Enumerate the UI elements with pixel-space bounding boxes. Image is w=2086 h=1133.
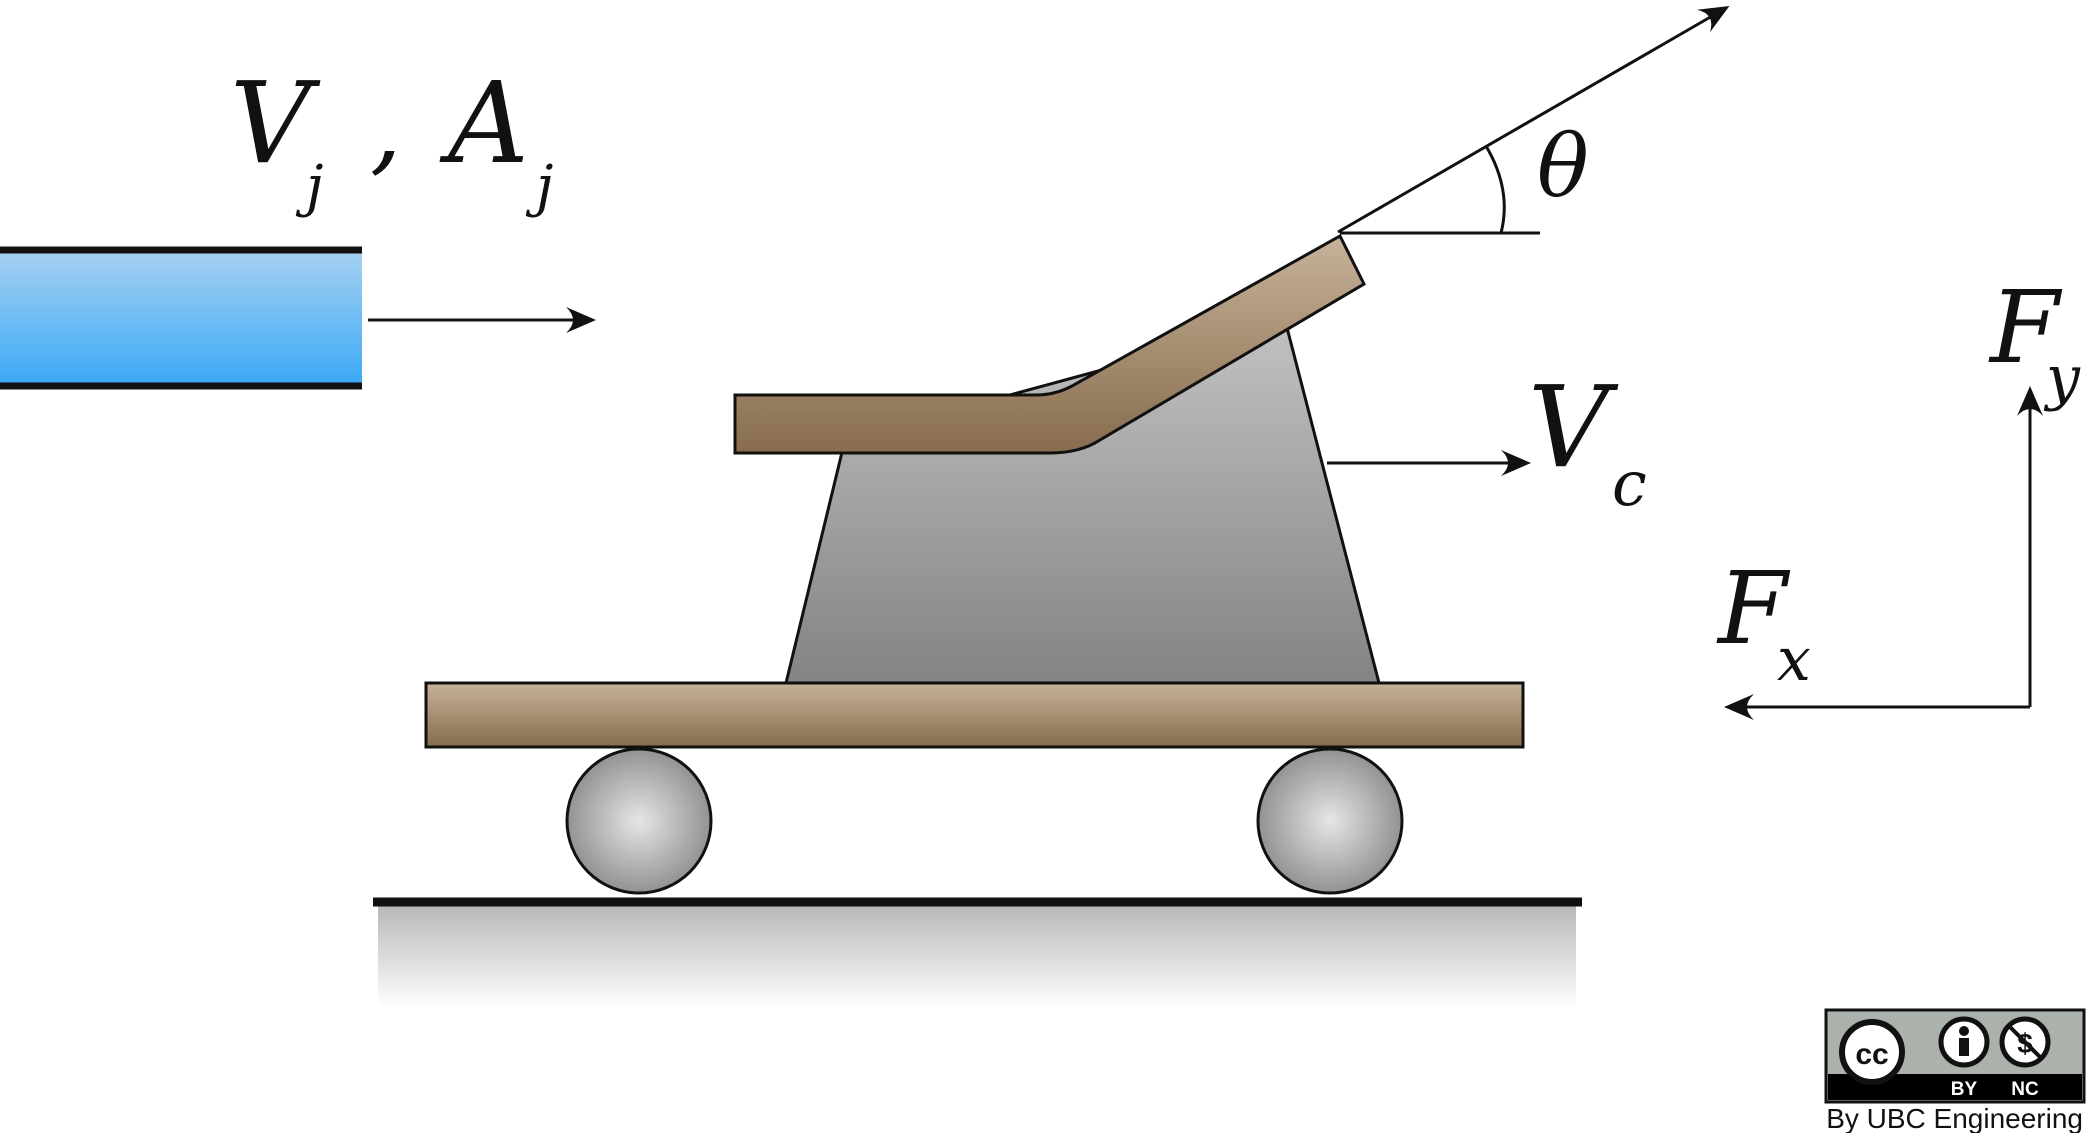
force-y-subscript: y bbox=[2043, 343, 2081, 413]
force-x-label: F x bbox=[1716, 550, 1811, 695]
cc-icon-text: cc bbox=[1855, 1038, 1888, 1071]
cart-velocity-symbol: V bbox=[1528, 363, 1619, 493]
label-separator: , bbox=[370, 69, 402, 186]
cart-velocity-label: V c bbox=[1528, 363, 1647, 520]
credit-text: By UBC Engineering bbox=[1826, 1103, 2083, 1133]
force-x-subscript: x bbox=[1777, 625, 1811, 695]
angle-label: θ bbox=[1537, 117, 1589, 217]
cc-icon bbox=[1839, 1019, 1905, 1085]
front-wheel bbox=[1256, 747, 1404, 895]
vane bbox=[733, 233, 1366, 455]
jet-label: V j , A j bbox=[230, 59, 553, 219]
angle-arc bbox=[1484, 145, 1506, 234]
support-block bbox=[784, 318, 1381, 685]
water-jet bbox=[0, 246, 362, 390]
deflected-flow-arrow bbox=[1337, 6, 1730, 234]
force-x-symbol: F bbox=[1716, 550, 1791, 667]
license-by: BY bbox=[1951, 1079, 1978, 1100]
cart-velocity-subscript: c bbox=[1612, 447, 1647, 520]
force-y-symbol: F bbox=[1988, 269, 2063, 386]
jet-area-subscript: j bbox=[525, 154, 553, 219]
jet-velocity-label: V bbox=[230, 59, 321, 189]
ground-shadow bbox=[378, 906, 1576, 1008]
cart-platform bbox=[424, 681, 1525, 749]
jet-area-label: A bbox=[439, 59, 529, 189]
cc-license-badge: cc $ BY NC bbox=[1824, 1008, 2086, 1104]
force-y-label: F y bbox=[1988, 269, 2081, 413]
license-nc: NC bbox=[2011, 1079, 2039, 1100]
rear-wheel bbox=[565, 747, 713, 895]
